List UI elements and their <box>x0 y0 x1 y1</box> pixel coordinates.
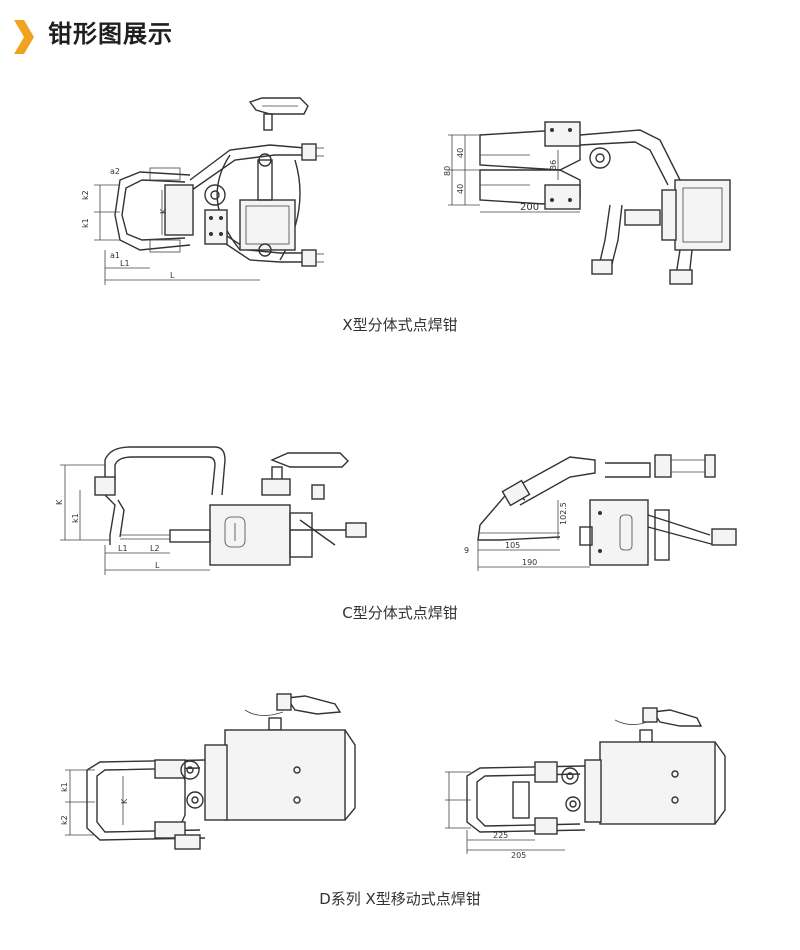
dim-205: 205 <box>511 851 526 860</box>
dim-200: 200 <box>520 202 539 213</box>
x-type-split-gun-side-drawing: 80 40 40 36 200 <box>440 110 740 300</box>
dim-36: 36 <box>549 160 558 170</box>
dim-label-L: L <box>170 271 175 280</box>
dim-label-a2: a2 <box>110 167 120 176</box>
dim-label-K: K <box>159 208 168 214</box>
dim-label-L1: L1 <box>120 259 130 268</box>
page-title: 钳形图展示 <box>48 20 173 48</box>
page-header: 钳形图展示 <box>0 0 800 70</box>
chevron-right-icon <box>14 20 34 54</box>
dim-label-k2: k2 <box>81 190 90 200</box>
dim-label-K: K <box>55 499 64 505</box>
caption-d-series-x-type-portable: D系列 X型移动式点焊钳 <box>319 890 481 908</box>
dim-label-k1: k1 <box>81 218 90 228</box>
dim-80: 80 <box>443 166 452 176</box>
dim-225: 225 <box>493 831 508 840</box>
caption-c-type-split: C型分体式点焊钳 <box>342 604 458 622</box>
dim-label-L1: L1 <box>118 544 128 553</box>
d-series-x-type-portable-gun-right-drawing: 225 205 <box>435 700 735 860</box>
caption-x-type-split: X型分体式点焊钳 <box>342 316 458 334</box>
x-type-split-gun-front-drawing: k2 k1 K L1 L a2 a1 <box>80 90 340 295</box>
dim-label-L: L <box>155 561 160 570</box>
dim-40-lower: 40 <box>456 184 465 194</box>
dim-105: 105 <box>505 541 520 550</box>
dim-label-k1: k1 <box>60 782 69 792</box>
dim-9: 9 <box>464 546 469 555</box>
dim-label-k1: k1 <box>71 513 80 523</box>
dim-label-a1: a1 <box>110 251 120 260</box>
dim-label-L2: L2 <box>150 544 160 553</box>
c-type-split-gun-front-drawing: K k1 L1 L2 L <box>50 435 380 580</box>
c-type-split-gun-side-drawing: 102.5 9 105 190 <box>450 445 750 575</box>
dim-102-5: 102.5 <box>559 502 568 525</box>
dim-label-k2: k2 <box>60 815 69 825</box>
d-series-x-type-portable-gun-left-drawing: k1 k2 K <box>55 690 365 865</box>
dim-40-upper: 40 <box>456 148 465 158</box>
dim-190: 190 <box>522 558 537 567</box>
dim-label-K: K <box>120 798 129 804</box>
